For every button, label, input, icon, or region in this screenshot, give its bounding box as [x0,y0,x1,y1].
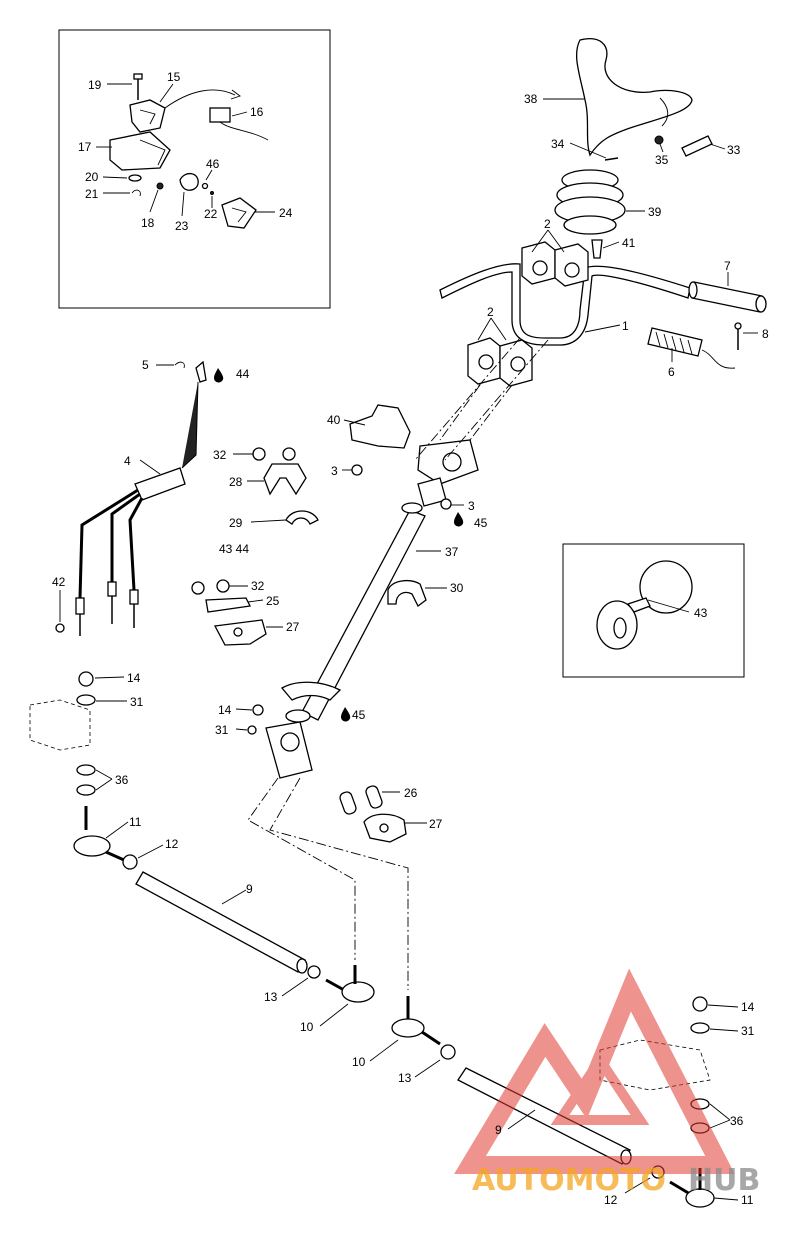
label-13-right: 13 [398,1071,412,1085]
label-34: 34 [551,137,565,151]
label-19: 19 [88,78,102,92]
label-18: 18 [141,216,155,230]
label-2-upper: 2 [544,217,551,231]
watermark-logo [454,968,735,1174]
heated-grip [647,327,736,369]
label-40: 40 [327,413,341,427]
label-11-left: 11 [129,815,142,829]
label-3-right: 3 [468,499,475,513]
label-33: 33 [727,143,741,157]
label-45-lower: 45 [352,708,366,722]
upper-bushings [191,579,267,646]
label-23: 23 [175,219,189,233]
label-5: 5 [142,358,149,372]
label-10-right: 10 [352,1055,366,1069]
label-7: 7 [724,259,731,273]
label-39: 39 [648,205,662,219]
label-10-left: 10 [300,1020,314,1034]
label-8: 8 [762,327,769,341]
label-15: 15 [167,70,181,84]
rubber-boot [554,169,626,235]
label-29: 29 [229,516,243,530]
inset-choke-knob-box [562,543,745,678]
label-36-left: 36 [115,773,129,787]
label-13-left: 13 [264,990,278,1004]
label-32-upper: 32 [213,448,227,462]
label-6: 6 [668,365,675,379]
label-27-lower: 27 [429,817,443,831]
label-12-right: 12 [604,1193,618,1207]
label-31-mid: 31 [215,723,229,737]
label-31-left: 31 [130,695,144,709]
label-30: 30 [450,581,464,595]
label-46: 46 [206,157,220,171]
switch-assembly [109,73,269,229]
label-28: 28 [229,475,243,489]
label-14-left: 14 [127,671,141,685]
tie-rod-left [29,671,375,1003]
label-24: 24 [279,206,293,220]
label-22: 22 [204,207,218,221]
leader-lines [59,83,758,1201]
label-17: 17 [78,140,92,154]
label-25: 25 [266,594,280,608]
column-clamp [252,447,319,525]
watermark-text-gray: HUB [688,1163,760,1198]
choke-knob [596,560,693,650]
grease-drop-icon [214,368,224,383]
label-42: 42 [52,575,66,589]
label-1: 1 [622,319,629,333]
wire-harness [55,360,207,636]
label-32-lower: 32 [251,579,265,593]
upper-clamps [521,241,589,287]
steering-column [301,439,479,721]
grip [688,281,767,313]
label-43: 43 [694,606,708,620]
label-45-upper: 45 [474,516,488,530]
label-9-left: 9 [246,882,253,896]
label-14-mid: 14 [218,703,232,717]
label-11-right: 11 [741,1193,754,1207]
inset-switch-box [58,29,331,309]
label-2-lower: 2 [487,305,494,319]
label-3-left: 3 [331,464,338,478]
grease-drop-icon [454,512,464,527]
grease-drop-icon [341,707,351,722]
label-14-right: 14 [741,1000,755,1014]
label-36-right: 36 [730,1114,744,1128]
label-20: 20 [85,170,99,184]
watermark-text-orange: AUTOMOTO [472,1163,666,1198]
lower-support [247,681,342,779]
label-26: 26 [404,786,418,800]
label-21: 21 [85,187,99,201]
label-35: 35 [655,153,669,167]
label-31-right: 31 [741,1024,755,1038]
label-44: 44 [236,367,250,381]
label-41: 41 [622,236,636,250]
lower-clamps [467,337,533,387]
label-27-upper: 27 [286,620,300,634]
lower-bushings [339,785,407,843]
label-38: 38 [524,92,538,106]
label-4: 4 [124,454,131,468]
handlebar-cover [575,38,693,157]
label-16: 16 [250,105,264,119]
label-9-right: 9 [495,1123,502,1137]
part-labels: 19 15 16 17 20 21 18 23 46 22 24 38 34 3… [52,70,769,1207]
label-12-left: 12 [165,837,179,851]
label-43-44: 43 44 [219,542,249,556]
label-37: 37 [445,545,459,559]
